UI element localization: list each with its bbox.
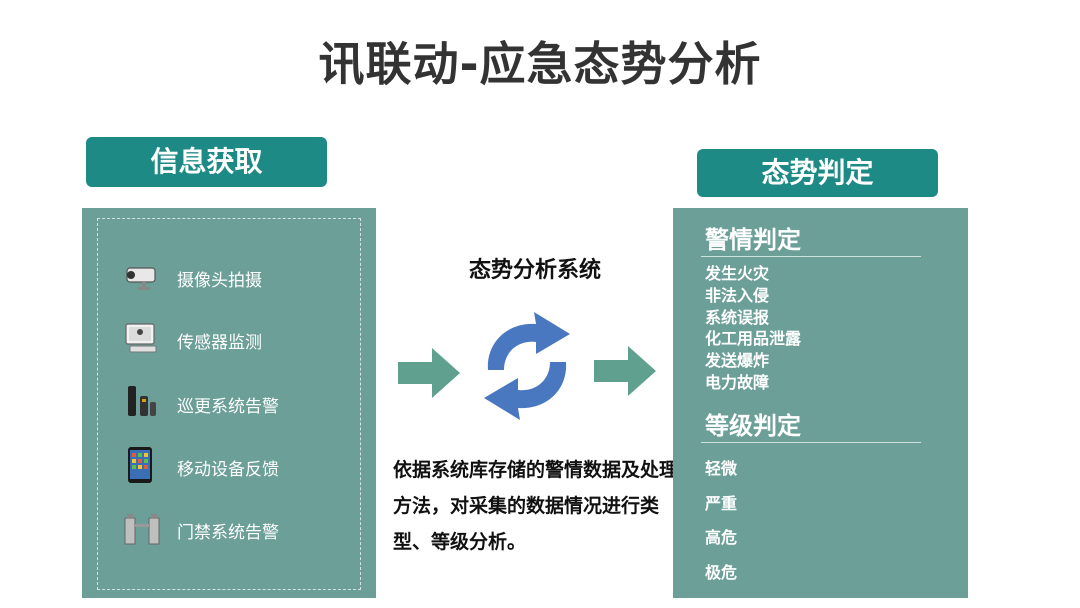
source-label: 传感器监测 (177, 333, 262, 353)
alarm-item: 发送爆炸 (705, 351, 770, 370)
page-title: 讯联动-应急态势分析 (318, 37, 762, 91)
level-item: 严重 (705, 494, 738, 513)
dashed-frame (97, 218, 361, 590)
alarm-item: 系统误报 (705, 308, 770, 327)
source-item-camera: 摄像头拍摄 (122, 256, 372, 300)
analysis-system-title: 态势分析系统 (468, 258, 601, 283)
source-item-mobile: 移动设备反馈 (122, 445, 372, 489)
source-label: 门禁系统告警 (177, 523, 279, 543)
level-item: 极危 (705, 563, 738, 582)
situation-judgment-panel: 警情判定 发生火灾 非法入侵 系统误报 化工用品泄露 发送爆炸 电力故障 等级判… (673, 208, 968, 598)
level-item: 高危 (705, 528, 738, 547)
patrol-device-icon (128, 386, 156, 416)
cycle-refresh-icon (484, 312, 570, 420)
info-acquisition-panel: 摄像头拍摄 传感器监测 巡更系统告警 (82, 208, 376, 598)
turnstile-gate-icon (124, 514, 160, 545)
source-item-patrol: 巡更系统告警 (122, 382, 372, 426)
arrow-right-icon (398, 348, 460, 398)
situation-judgment-tab: 态势判定 (697, 149, 938, 197)
arrow-right-icon (594, 346, 656, 396)
level-judgment-heading: 等级判定 (705, 412, 801, 440)
mobile-phone-icon (128, 447, 152, 483)
analysis-description: 依据系统库存储的警情数据及处理方法，对采集的数据情况进行类型、等级分析。 (393, 459, 679, 553)
divider (701, 256, 921, 257)
alarm-item: 非法入侵 (705, 286, 770, 305)
divider (701, 442, 921, 443)
level-item: 轻微 (705, 459, 738, 478)
info-acquisition-tab: 信息获取 (86, 137, 327, 187)
alarm-judgment-heading: 警情判定 (705, 226, 801, 254)
source-item-access: 门禁系统告警 (122, 508, 372, 552)
source-label: 摄像头拍摄 (177, 271, 262, 291)
alarm-item: 电力故障 (705, 373, 770, 392)
source-item-sensor: 传感器监测 (122, 318, 372, 362)
camera-icon (126, 267, 156, 290)
alarm-item: 化工用品泄露 (705, 329, 802, 348)
alarm-item: 发生火灾 (705, 264, 770, 283)
monitor-icon (125, 323, 157, 353)
source-label: 移动设备反馈 (177, 460, 279, 480)
source-label: 巡更系统告警 (177, 397, 279, 417)
